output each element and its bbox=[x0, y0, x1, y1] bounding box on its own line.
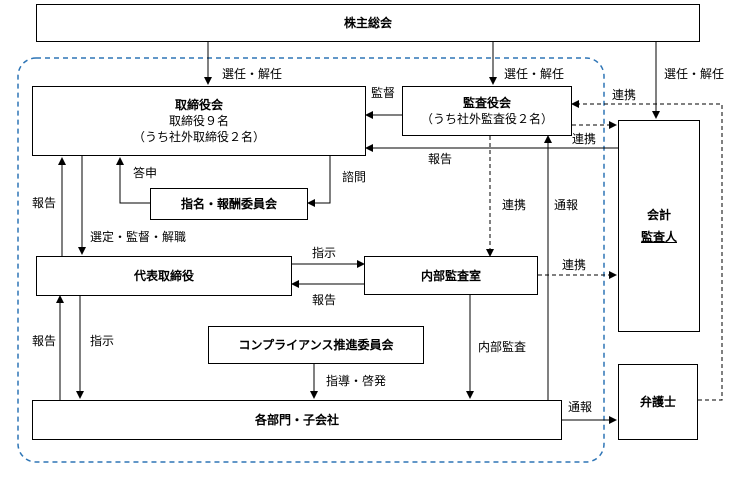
compliance-committee-box: コンプライアンス推進委員会 bbox=[208, 326, 424, 364]
auditors-box: 監査役会 （うち社外監査役２名） bbox=[402, 86, 572, 136]
ceo-title: 代表取締役 bbox=[133, 269, 194, 283]
lawyer-box: 弁護士 bbox=[618, 364, 698, 440]
label-elect-accounting: 選任・解任 bbox=[664, 67, 725, 81]
label-guide-enlighten: 指導・啓発 bbox=[326, 374, 387, 388]
label-elect-auditor: 選任・解任 bbox=[504, 67, 565, 81]
label-cooperate-auditor-internal: 連携 bbox=[502, 198, 527, 212]
board-members: 取締役９名 bbox=[168, 114, 229, 128]
dashed-lawyer-auditors bbox=[571, 100, 723, 404]
ceo-box: 代表取締役 bbox=[36, 256, 292, 296]
label-consult: 諮問 bbox=[342, 170, 367, 184]
shareholders-box: 株主総会 bbox=[36, 4, 700, 42]
board-outside-members: （うち社外取締役２名） bbox=[132, 130, 265, 144]
internal-audit-box: 内部監査室 bbox=[364, 256, 538, 295]
nomination-committee-box: 指名・報酬委員会 bbox=[150, 188, 308, 220]
company-group-boundary bbox=[17, 57, 605, 463]
accounting-auditor-box: 会計 監査人 bbox=[618, 120, 700, 332]
accounting-auditor-line2: 監査人 bbox=[640, 230, 677, 244]
nomination-committee-title: 指名・報酬委員会 bbox=[180, 197, 277, 211]
label-appoint-supervise-dismiss: 選定・監督・解職 bbox=[90, 230, 187, 244]
accounting-auditor-line1: 会計 bbox=[646, 208, 671, 222]
label-report-left-upper: 報告 bbox=[32, 196, 57, 210]
internal-audit-title: 内部監査室 bbox=[420, 268, 481, 283]
label-internal-audit: 内部監査 bbox=[478, 340, 527, 354]
shareholders-title: 株主総会 bbox=[343, 16, 392, 30]
board-box: 取締役会 取締役９名 （うち社外取締役２名） bbox=[32, 86, 366, 156]
departments-box: 各部門・子会社 bbox=[32, 400, 562, 440]
arrow-nomination-board-answer bbox=[116, 157, 150, 204]
label-report-internal-ceo: 報告 bbox=[312, 293, 337, 307]
label-report-left-lower: 報告 bbox=[32, 334, 57, 348]
label-cooperate-internal-accounting: 連携 bbox=[562, 258, 587, 272]
label-supervise: 監督 bbox=[371, 86, 396, 100]
label-cooperate-top: 連携 bbox=[612, 88, 637, 102]
label-instruct-ceo-dept: 指示 bbox=[90, 334, 115, 348]
compliance-committee-title: コンプライアンス推進委員会 bbox=[238, 338, 394, 352]
label-whistle-auditor: 通報 bbox=[554, 198, 579, 212]
departments-title: 各部門・子会社 bbox=[254, 413, 339, 427]
auditors-members: （うち社外監査役２名） bbox=[420, 112, 553, 126]
label-instruct-ceo-internal: 指示 bbox=[312, 246, 337, 260]
board-title: 取締役会 bbox=[174, 98, 223, 112]
arrow-board-nomination-consult bbox=[307, 156, 331, 207]
lawyer-title: 弁護士 bbox=[639, 395, 676, 409]
label-report-auditor-board: 報告 bbox=[428, 152, 453, 166]
label-whistle-lawyer: 通報 bbox=[568, 400, 593, 414]
auditors-title: 監査役会 bbox=[462, 96, 511, 110]
label-cooperate-auditor-accounting: 連携 bbox=[572, 132, 597, 146]
label-elect-board: 選任・解任 bbox=[222, 67, 283, 81]
label-advisory-answer: 答申 bbox=[133, 166, 158, 180]
